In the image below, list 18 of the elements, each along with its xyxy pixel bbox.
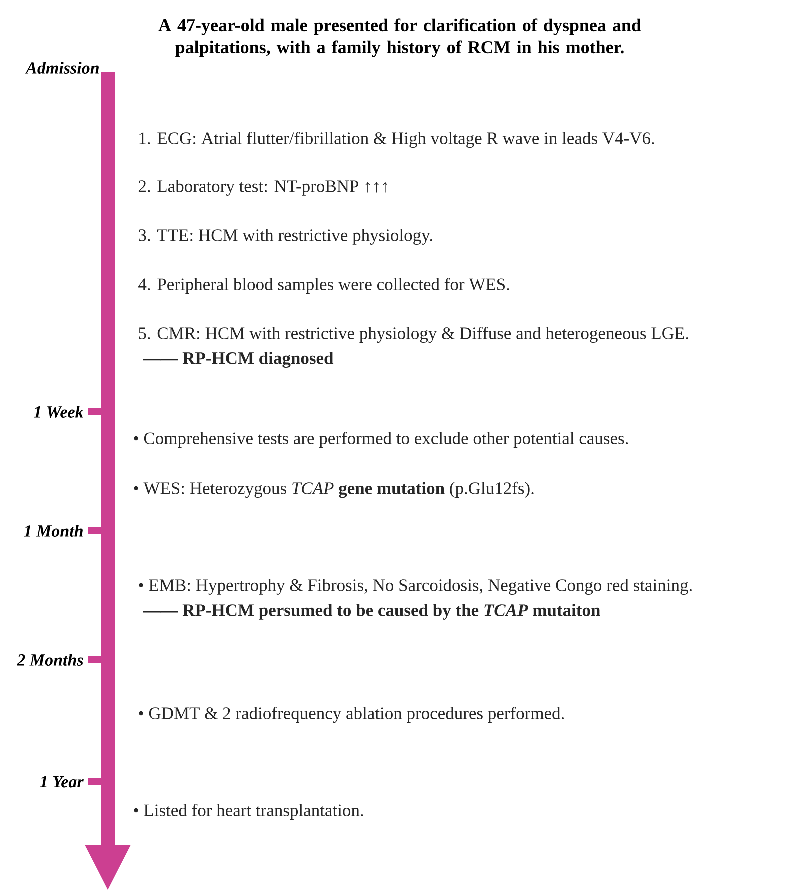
time-label: 1 Year (40, 776, 84, 788)
conclusion-text: —— RP-HCM persumed to be caused by the TCAP mutaiton (143, 604, 600, 620)
time-label: 1 Month (24, 525, 83, 537)
time-label: 2 Months (16, 654, 84, 666)
event-text: 5. CMR: HCM with restrictive physiology & Diffuse and heterogeneous LGE. (139, 326, 688, 344)
event-text: • WES: Heterozygous TCAP gene mutation (p.Glu12fs). (134, 482, 534, 498)
event-text: 4. Peripheral blood samples were collected for WES. (138, 278, 510, 294)
time-label: Admission (25, 62, 99, 74)
title: A 47-year-old male presented for clarification of dyspnea and palpitations, with a family history of RCM in his mother. (158, 18, 642, 58)
time-label: 1 Week (34, 406, 84, 418)
event-text: • Listed for heart transplantation. (134, 804, 364, 820)
event-text: 2. Laboratory test: NT-proBNP ↑↑↑ (138, 180, 388, 196)
event-text: • EMB: Hypertrophy & Fibrosis, No Sarcoidosis, Negative Congo red staining. (139, 579, 692, 595)
event-text: 3. TTE: HCM with restrictive physiology. (139, 229, 432, 245)
event-text: • GDMT & 2 radiofrequency ablation procedures performed. (139, 706, 564, 724)
event-text: 1. ECG: Atrial flutter/fibrillation & High voltage R wave in leads V4-V6. (140, 132, 654, 148)
conclusion-text: —— RP-HCM diagnosed (143, 352, 334, 368)
event-text: • Comprehensive tests are performed to exclude other potential causes. (134, 432, 628, 448)
